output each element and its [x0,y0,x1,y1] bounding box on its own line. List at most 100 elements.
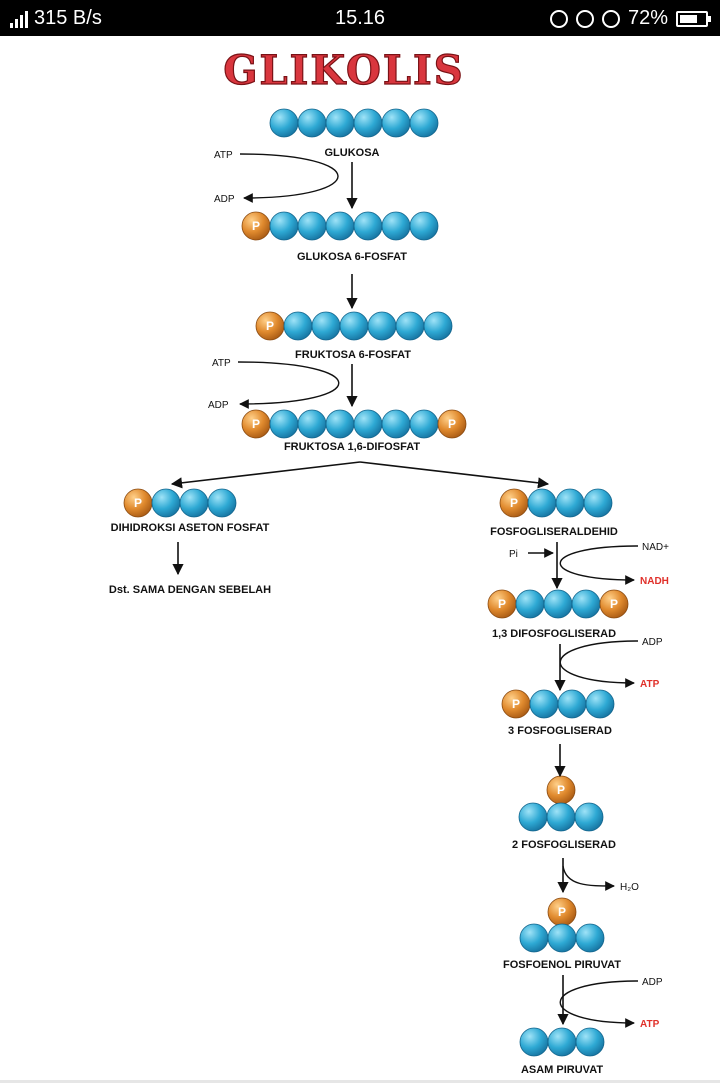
fruktosa-6-fosfat-bead-2 [311,311,341,341]
13-difosfogliserad-phosphate-4 [599,589,629,619]
phosphate-label: P [448,417,456,431]
battery-icon [676,10,711,27]
fruktosa-16-difosfat-bead-1 [269,409,299,439]
phosphate-label: P [498,597,506,611]
cofactor-adp-in-2: ADP [642,977,663,988]
fruktosa-16-difosfat-bead-2 [297,409,327,439]
label-13-difosfogliserad: 1,3 DIFOSFOGLISERAD [492,628,616,640]
fruktosa-16-difosfat-bead-5 [381,409,411,439]
cofactor-atp-in-1: ATP [214,150,233,161]
cofactor-pi-in: Pi [509,549,518,560]
label-fosfoenol-piruvat: FOSFOENOL PIRUVAT [503,959,621,971]
label-2-fosfogliserad: 2 FOSFOGLISERAD [512,839,616,851]
network-speed: 315 B/s [34,7,102,29]
phosphate-label: P [252,219,260,233]
cofactor-nad-in: NAD+ [642,542,669,553]
13-difosfogliserad-bead-1 [515,589,545,619]
dihidroksi-aseton-fosfat-bead-1 [151,488,181,518]
glukosa-bead-5 [409,108,439,138]
cofactor-atp-in-2: ATP [212,358,231,369]
asam-piruvat-bead-1 [547,1027,577,1057]
note-same-as-right: Dst. SAMA DENGAN SEBELAH [109,584,271,596]
signal-icon [10,10,28,28]
13-difosfogliserad-bead-3 [571,589,601,619]
fruktosa-6-fosfat-bead-1 [283,311,313,341]
3-fosfogliserad-bead-1 [529,689,559,719]
fosfoenol-piruvat-bead-1 [547,923,577,953]
phosphate-label: P [558,905,566,919]
asam-piruvat-bead-0 [519,1027,549,1057]
phosphate-label: P [512,697,520,711]
glukosa-bead-3 [353,108,383,138]
glukosa-bead-0 [269,108,299,138]
phosphate-label: P [510,496,518,510]
label-fruktosa-16-difosfat: FRUKTOSA 1,6-DIFOSFAT [284,441,420,453]
glukosa-6-fosfat-bead-5 [381,211,411,241]
fosfoenol-piruvat-bead-2 [575,923,605,953]
curve-adp-atp-1 [559,640,639,688]
13-difosfogliserad-bead-2 [543,589,573,619]
arrow-split-right [359,461,550,489]
molecule-chains: P P P P P P P P P P P [123,108,629,1057]
phosphate-label: P [252,417,260,431]
label-3-fosfogliserad: 3 FOSFOGLISERAD [508,725,612,737]
mute-icon [549,9,568,28]
curve-nad-nadh [559,545,639,585]
curve-adp-atp-2 [559,980,639,1028]
clock: 15.16 [334,7,386,29]
glycolysis-diagram: GLIKOLIS P P P P P P P P P P P GLUKOSA GLUKOSA 6-F… [109,46,669,1076]
cofactor-nadh-out: NADH [640,576,669,587]
label-dihidroksi-aseton-fosfat: DIHIDROKSI ASETON FOSFAT [111,522,270,534]
glukosa-6-fosfat-bead-2 [297,211,327,241]
glukosa-6-fosfat-bead-4 [353,211,383,241]
phosphate-label: P [610,597,618,611]
2-fosfogliserad-bead-1 [546,802,576,832]
glukosa-bead-1 [297,108,327,138]
fruktosa-16-difosfat-bead-3 [325,409,355,439]
dihidroksi-aseton-fosfat-bead-3 [207,488,237,518]
dihidroksi-aseton-fosfat-bead-2 [179,488,209,518]
glukosa-bead-2 [325,108,355,138]
label-fruktosa-6-fosfat: FRUKTOSA 6-FOSFAT [295,349,411,361]
label-glukosa-6-fosfat: GLUKOSA 6-FOSFAT [297,251,407,263]
cofactor-adp-out-2: ADP [208,400,229,411]
arrow-split-left [170,461,361,489]
curve-atp-adp-2 [237,361,340,409]
bottom-divider [0,1080,720,1083]
cofactor-atp-out-2: ATP [640,1019,660,1030]
curve-h2o-out [562,865,615,891]
cofactor-adp-out-1: ADP [214,194,235,205]
rotation-lock-icon [575,9,594,28]
phosphate-label: P [557,783,565,797]
alarm-icon [601,9,620,28]
label-asam-piruvat: ASAM PIRUVAT [521,1064,603,1076]
label-glukosa: GLUKOSA [325,147,380,159]
fruktosa-6-fosfat-bead-3 [339,311,369,341]
fosfogliseraldehid-bead-3 [583,488,613,518]
status-bar: 315 B/s 15.16 72% [0,0,720,36]
fosfoenol-piruvat-bead-0 [519,923,549,953]
fruktosa-16-difosfat-bead-6 [409,409,439,439]
3-fosfogliserad-bead-3 [585,689,615,719]
2-fosfogliserad-bead-0 [518,802,548,832]
cofactor-atp-out-1: ATP [640,679,660,690]
fruktosa-16-difosfat-phosphate-7 [437,409,467,439]
phosphate-label: P [134,496,142,510]
fosfogliseraldehid-bead-1 [527,488,557,518]
asam-piruvat-bead-2 [575,1027,605,1057]
glukosa-6-fosfat-bead-1 [269,211,299,241]
fruktosa-6-fosfat-bead-6 [423,311,453,341]
2-fosfogliserad-bead-2 [574,802,604,832]
phosphate-label: P [266,319,274,333]
fruktosa-6-fosfat-bead-4 [367,311,397,341]
cofactor-h2o-out: H₂O [620,882,639,893]
fosfogliseraldehid-bead-2 [555,488,585,518]
curve-atp-adp-1 [239,153,339,203]
diagram-title: GLIKOLIS [223,47,464,94]
battery-percent: 72% [627,7,668,29]
cofactor-adp-in-1: ADP [642,637,663,648]
glukosa-bead-4 [381,108,411,138]
glukosa-6-fosfat-bead-6 [409,211,439,241]
glukosa-6-fosfat-bead-3 [325,211,355,241]
3-fosfogliserad-bead-2 [557,689,587,719]
